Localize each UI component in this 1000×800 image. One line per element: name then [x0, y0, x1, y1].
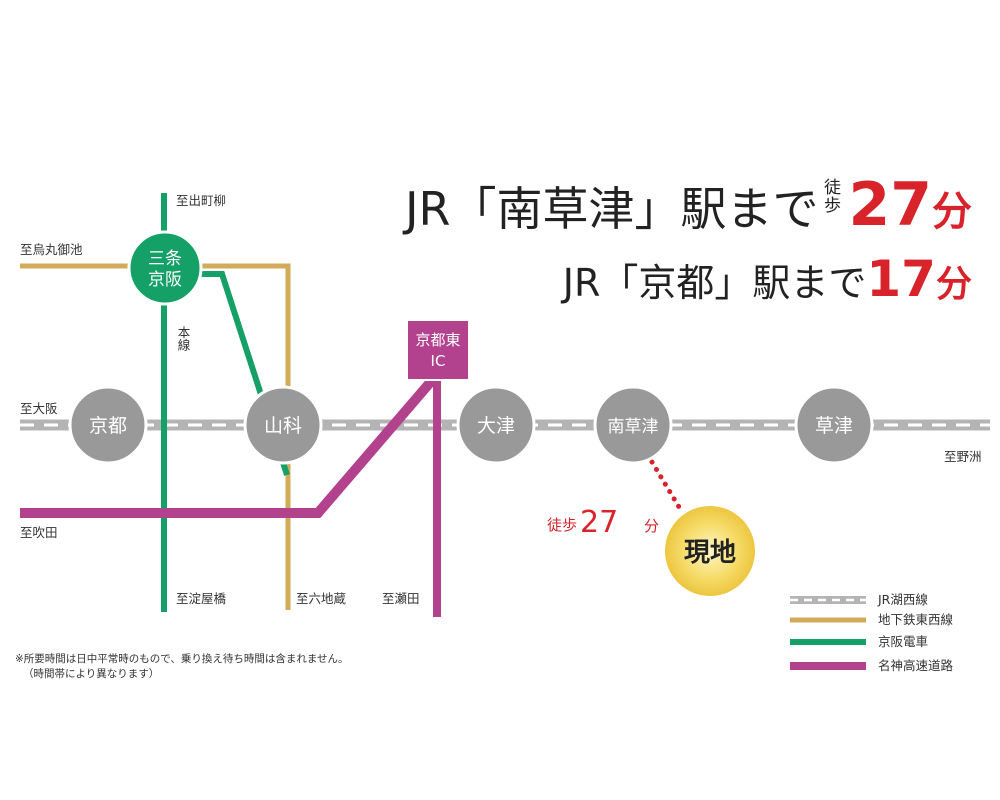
- keihan-main-line-label: 本線: [176, 326, 191, 351]
- station-kyoto: 京都: [68, 385, 148, 465]
- station-label: 京都: [89, 415, 127, 437]
- headline-unit: 分: [935, 264, 972, 305]
- station-label: 南草津: [608, 417, 659, 437]
- walk-unit: 分: [644, 517, 659, 535]
- station-label: 京阪: [148, 270, 182, 290]
- walk-number: 27: [580, 505, 618, 540]
- legend-label: 地下鉄東西線: [878, 612, 954, 627]
- headline-number: 17: [866, 250, 936, 308]
- subway-tozai-line: [20, 263, 291, 610]
- direction-seta: 至瀬田: [382, 591, 420, 606]
- walk-label: 徒歩: [547, 516, 577, 534]
- site-label: 現地: [684, 538, 736, 568]
- footnote-line: ※所要時間は日中平常時のもので、乗り換え待ち時間は含まれません。: [15, 653, 349, 665]
- legend-item-subway: 地下鉄東西線: [790, 612, 954, 627]
- headline-prefix: JR「京都」駅まで: [562, 261, 867, 305]
- legend-label: 名神高速道路: [878, 658, 954, 673]
- legend-item-jr: JR湖西線: [790, 592, 928, 607]
- legend: JR湖西線 地下鉄東西線 京阪電車 名神高速道路: [790, 592, 954, 673]
- headline-unit: 分: [932, 189, 972, 235]
- direction-yodoyabashi: 至淀屋橋: [176, 591, 227, 606]
- headline-number: 27: [848, 170, 933, 240]
- legend-item-keihan: 京阪電車: [790, 634, 928, 649]
- ic-label: IC: [431, 352, 446, 370]
- station-yamashina: 山科: [243, 385, 323, 465]
- station-sanjo-keihan: 三条 京阪: [127, 230, 203, 306]
- site-marker: 現地: [665, 506, 755, 596]
- walk-time-label: 徒歩 27 分: [547, 505, 659, 540]
- direction-yasu: 至野洲: [944, 449, 982, 464]
- direction-karasuma-oike: 至烏丸御池: [20, 242, 83, 257]
- headline-prefix: JR「南草津」駅まで: [404, 182, 819, 236]
- legend-item-meishin: 名神高速道路: [790, 658, 954, 673]
- station-label: 草津: [815, 415, 853, 437]
- ic-label: 京都東: [415, 331, 460, 349]
- walk-route-dots: [649, 459, 685, 515]
- station-label: 三条: [148, 249, 182, 269]
- footnote: ※所要時間は日中平常時のもので、乗り換え待ち時間は含まれません。 （時間帯により…: [15, 652, 349, 682]
- station-kusatsu: 草津: [794, 385, 874, 465]
- headline-walk-label: 徒歩: [824, 178, 841, 216]
- station-label: 大津: [477, 415, 515, 437]
- direction-rokujizo: 至六地蔵: [296, 591, 347, 606]
- legend-label: 京阪電車: [878, 634, 928, 649]
- direction-demachiyanagi: 至出町柳: [176, 193, 226, 208]
- headline-kyoto: JR「京都」駅まで17分: [563, 250, 972, 308]
- meishin-expressway: [20, 374, 441, 617]
- station-minami-kusatsu: 南草津: [593, 385, 673, 465]
- kyoto-higashi-ic: 京都東 IC: [406, 319, 470, 381]
- station-label: 山科: [264, 415, 302, 437]
- station-otsu: 大津: [456, 385, 536, 465]
- direction-suita: 至吹田: [20, 525, 58, 540]
- direction-osaka: 至大阪: [20, 401, 58, 416]
- legend-label: JR湖西線: [877, 592, 928, 607]
- footnote-line: （時間帯により異なります）: [23, 668, 160, 680]
